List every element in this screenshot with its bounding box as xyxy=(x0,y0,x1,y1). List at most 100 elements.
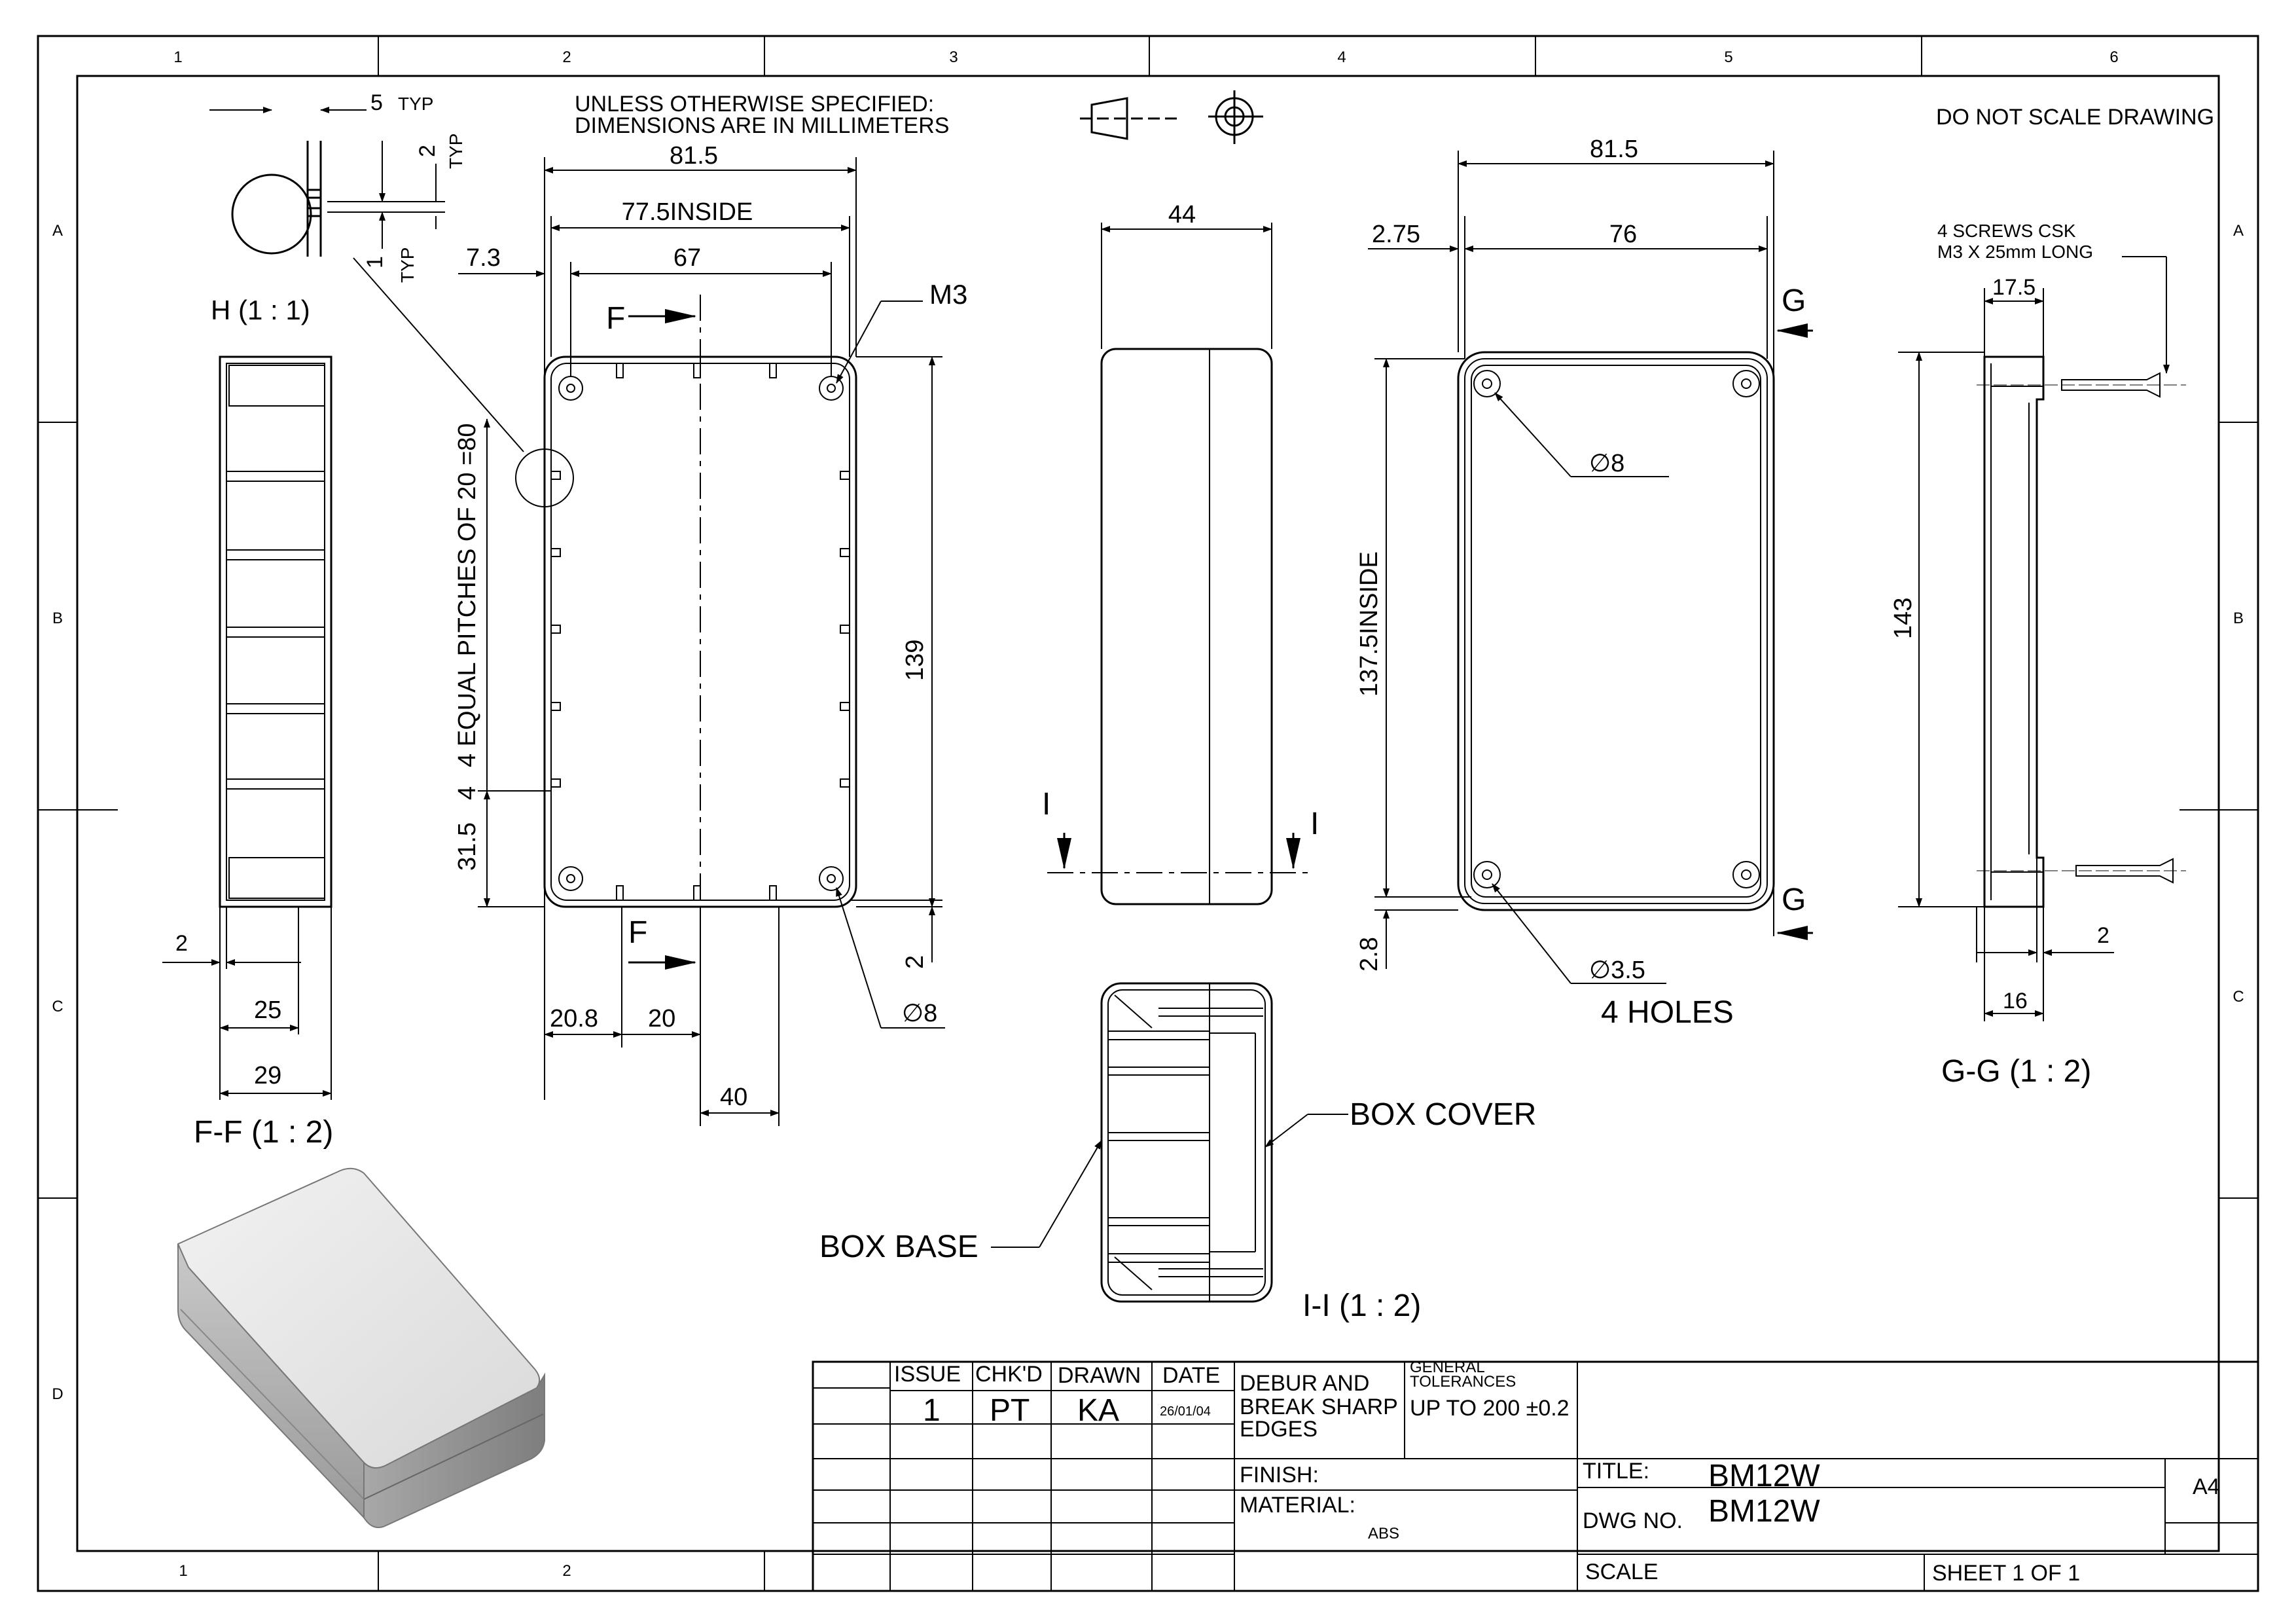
tb-chkd-label: CHK'D xyxy=(975,1362,1043,1387)
dim-ff-25: 25 xyxy=(254,996,281,1024)
detail-h-view xyxy=(209,107,574,507)
dim-base-7-3: 7.3 xyxy=(466,244,501,272)
title-block xyxy=(812,1360,2259,1592)
dim-cover-2-75: 2.75 xyxy=(1372,221,1420,248)
dim-cover-81-5: 81.5 xyxy=(1590,136,1638,163)
zone-row-a-left: A xyxy=(52,222,63,240)
section-gg-view xyxy=(1898,256,2186,1021)
tb-debur-line1: DEBUR AND xyxy=(1240,1371,1369,1396)
zone-row-b-right: B xyxy=(2233,610,2244,627)
dim-base-m3: M3 xyxy=(929,279,967,310)
tb-date-label: DATE xyxy=(1162,1363,1220,1388)
label-detail-h: H (1 : 1) xyxy=(211,295,310,325)
tb-general-line1: GENERAL xyxy=(1410,1359,1485,1376)
dim-base-139: 139 xyxy=(901,640,929,681)
zone-col-5-top: 5 xyxy=(1724,48,1732,66)
cover-view xyxy=(1368,151,1813,984)
zone-row-c-left: C xyxy=(52,998,63,1015)
label-four-holes: 4 HOLES xyxy=(1601,995,1734,1030)
zone-col-3-top: 3 xyxy=(949,48,958,66)
dim-base-77-5-inside: 77.5INSIDE xyxy=(622,198,753,226)
dim-typ-2: 2 xyxy=(415,145,440,157)
tb-issue-value: 1 xyxy=(923,1393,941,1428)
cut-g-top-label: G xyxy=(1782,283,1806,318)
tb-general-line2: TOLERANCES xyxy=(1410,1373,1516,1391)
tb-title-value: BM12W xyxy=(1708,1459,1820,1493)
zone-col-1-top: 1 xyxy=(173,48,182,66)
dim-ff-29: 29 xyxy=(254,1062,281,1089)
tb-drawn-label: DRAWN xyxy=(1058,1363,1141,1388)
dim-base-40: 40 xyxy=(720,1084,747,1111)
dim-base-67: 67 xyxy=(673,244,701,272)
tb-chkd-value: PT xyxy=(990,1393,1030,1428)
dim-base-20-8: 20.8 xyxy=(550,1005,598,1032)
dim-base-31-5: 31.5 xyxy=(454,822,481,871)
dim-base-20: 20 xyxy=(648,1005,675,1032)
zone-row-c-right: C xyxy=(2233,988,2244,1006)
note-units-line1: UNLESS OTHERWISE SPECIFIED: xyxy=(575,92,934,117)
label-box-cover: BOX COVER xyxy=(1350,1097,1536,1132)
dim-base-81-5: 81.5 xyxy=(670,142,718,170)
tb-finish-label: FINISH: xyxy=(1240,1463,1319,1487)
tb-drawn-value: KA xyxy=(1077,1393,1119,1428)
dim-cover-137-5-inside: 137.5INSIDE xyxy=(1355,551,1383,697)
note-screws-line2: M3 X 25mm LONG xyxy=(1937,242,2093,262)
dim-gg-17-5: 17.5 xyxy=(1992,275,2036,300)
tb-title-label: TITLE: xyxy=(1583,1459,1649,1484)
cut-f-arrows xyxy=(628,309,696,970)
zone-col-6-top: 6 xyxy=(2109,48,2118,66)
tb-dwg-label: DWG NO. xyxy=(1583,1508,1683,1533)
dim-base-phi-8: ∅8 xyxy=(902,1000,937,1027)
note-screws-line1: 4 SCREWS CSK xyxy=(1937,221,2076,241)
tb-size-value: A4 xyxy=(2193,1474,2220,1499)
tb-tolerance: UP TO 200 ±0.2 xyxy=(1410,1396,1570,1421)
tb-dwg-value: BM12W xyxy=(1708,1494,1820,1529)
dim-typ-5: 5 xyxy=(370,90,383,115)
zone-row-b-left: B xyxy=(52,610,63,627)
dim-side-44: 44 xyxy=(1168,201,1196,228)
zone-col-4-top: 4 xyxy=(1337,48,1346,66)
zone-col-2-bottom: 2 xyxy=(562,1562,571,1580)
dim-typ-5-label: TYP xyxy=(398,94,433,114)
zone-labels: 1 2 3 4 5 6 1 2 A B C D A B C xyxy=(52,48,2244,1580)
zone-col-1-bottom: 1 xyxy=(179,1562,187,1580)
base-top-view xyxy=(458,157,945,1126)
dim-ff-wall-2: 2 xyxy=(175,931,188,956)
cut-f-top-label: F xyxy=(606,301,625,336)
cut-i-left-label: I xyxy=(1042,787,1050,822)
tb-material-label: MATERIAL: xyxy=(1240,1493,1355,1518)
dim-base-2: 2 xyxy=(901,955,929,969)
dim-typ-2-label: TYP xyxy=(446,134,466,169)
cut-f-bottom-label: F xyxy=(628,915,647,950)
dim-cover-phi-3-5: ∅3.5 xyxy=(1589,957,1645,984)
dim-base-4: 4 xyxy=(454,786,481,800)
tb-issue-label: ISSUE xyxy=(894,1362,961,1387)
tb-debur-line2: BREAK SHARP xyxy=(1240,1395,1398,1419)
zone-row-a-right: A xyxy=(2233,222,2244,240)
tb-material-value: ABS xyxy=(1368,1525,1399,1542)
tb-date-value: 26/01/04 xyxy=(1160,1404,1211,1419)
zone-row-d-left: D xyxy=(52,1385,63,1403)
dim-cover-phi-8: ∅8 xyxy=(1589,450,1624,477)
dim-typ-1-label: TYP xyxy=(397,247,418,283)
label-section-gg: G-G (1 : 2) xyxy=(1941,1054,2091,1089)
label-section-ii: I-I (1 : 2) xyxy=(1302,1288,1421,1323)
dim-gg-16: 16 xyxy=(2003,989,2028,1013)
dim-cover-2-8: 2.8 xyxy=(1355,937,1383,972)
section-ff-view xyxy=(162,356,332,1100)
dim-gg-143: 143 xyxy=(1890,598,1917,639)
dim-cover-76: 76 xyxy=(1609,221,1637,248)
dim-base-pitches: 4 EQUAL PITCHES OF 20 =80 xyxy=(454,423,481,767)
side-view xyxy=(1047,223,1309,905)
dim-gg-2: 2 xyxy=(2097,923,2109,948)
cut-i-right-label: I xyxy=(1310,807,1319,841)
cut-g-bottom-label: G xyxy=(1782,883,1806,917)
dim-typ-1: 1 xyxy=(363,256,387,268)
label-box-base: BOX BASE xyxy=(819,1230,978,1264)
note-units-line2: DIMENSIONS ARE IN MILLIMETERS xyxy=(575,113,949,138)
tb-debur-line3: EDGES xyxy=(1240,1417,1318,1442)
isometric-box-render xyxy=(177,1167,545,1528)
label-section-ff: F-F (1 : 2) xyxy=(194,1115,333,1150)
note-do-not-scale: DO NOT SCALE DRAWING xyxy=(1936,105,2214,130)
